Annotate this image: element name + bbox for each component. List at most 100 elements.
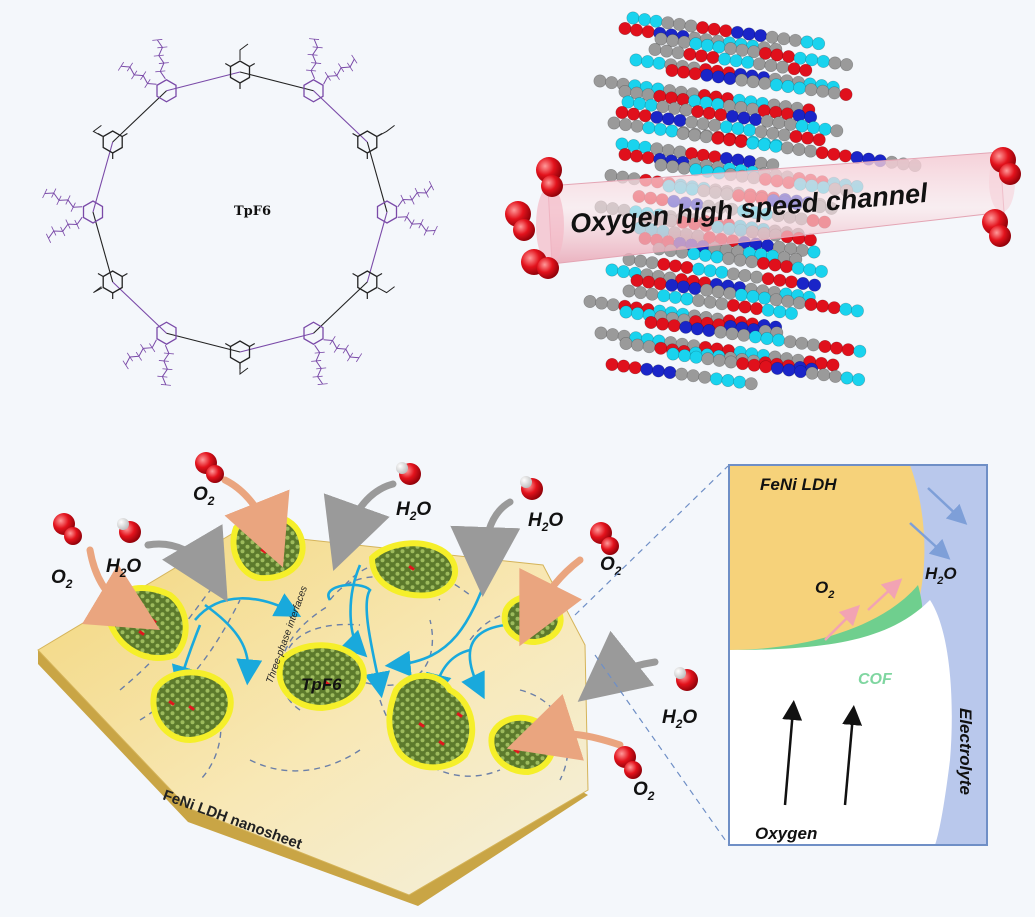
oxygen-incoming-arrows (81, 476, 624, 761)
triformyl-ring (102, 270, 123, 294)
atom-sphere (694, 49, 708, 63)
atom-sphere (679, 320, 693, 334)
atom-sphere (791, 261, 805, 275)
atom-sphere (752, 57, 766, 71)
atom-sphere (687, 247, 701, 261)
atom-sphere (703, 295, 717, 309)
atom-sphere (692, 294, 706, 308)
atom-sphere (827, 147, 841, 161)
atom-sphere (698, 248, 712, 262)
atom-sphere (696, 21, 710, 35)
atom-sphere (747, 358, 761, 372)
atom-sphere (630, 119, 644, 133)
interface-inset: FeNi LDH O2 H2O COF Oxygen Electrolyte (728, 464, 988, 846)
atom-sphere (594, 326, 608, 340)
atom-sphere (645, 256, 659, 270)
atom-sphere (688, 67, 702, 81)
nanosheet-scene: O2 O2 O2 O2 H2O H2O H2O H2O TpF6 Three-p… (37, 452, 698, 906)
atom-sphere (801, 131, 815, 145)
atom-sphere (761, 272, 775, 286)
atom-sphere (630, 273, 644, 287)
atom-sphere (781, 80, 795, 94)
atom-sphere (654, 341, 668, 355)
atom-sphere (606, 298, 620, 312)
atom-sphere (724, 355, 738, 369)
inset-oxygen-label: Oxygen (755, 824, 817, 843)
active-site (188, 704, 195, 711)
atom-sphere (789, 130, 803, 144)
atom-sphere (733, 253, 747, 267)
atom-sphere (768, 258, 782, 272)
o2-label-4: O2 (633, 779, 655, 803)
atom-sphere (725, 327, 739, 341)
h2o-label-2: H2O (396, 499, 431, 523)
atom-sphere (675, 367, 689, 381)
atom-sphere (784, 306, 798, 320)
active-site (418, 721, 425, 728)
atom-sphere (853, 344, 867, 358)
atom-sphere (710, 250, 724, 264)
atom-sphere (706, 50, 720, 64)
fluoro-chain (397, 216, 436, 232)
atom-sphere (615, 106, 629, 120)
fluoro-chain (310, 38, 319, 80)
atom-sphere (723, 72, 737, 86)
atom-sphere (678, 349, 692, 363)
o2-molecule-3 (590, 522, 619, 555)
atom-sphere (644, 315, 658, 329)
atom-sphere (812, 37, 826, 51)
inset-ldh-label: FeNi LDH (760, 475, 837, 494)
atom-sphere (787, 62, 801, 76)
active-site (408, 565, 415, 571)
triformyl-ring (357, 270, 378, 294)
atom-sphere (780, 260, 794, 274)
atom-sphere (776, 60, 790, 74)
atom-sphere (852, 373, 866, 387)
fluoro-chain (44, 192, 83, 208)
atom-sphere (700, 283, 714, 297)
atom-sphere (815, 146, 829, 160)
h2o-label-4: H2O (662, 707, 697, 731)
atom-sphere (677, 161, 691, 175)
atom-sphere (840, 58, 854, 72)
atom-sphere (715, 265, 729, 279)
atom-sphere (630, 149, 644, 163)
atom-sphere (688, 128, 702, 142)
atom-sphere (642, 275, 656, 289)
cof-flake-4 (501, 593, 564, 646)
atom-sphere (605, 76, 619, 90)
atom-sphere (680, 260, 694, 274)
atom-sphere (795, 336, 809, 350)
atom-sphere (793, 81, 807, 95)
atom-sphere (665, 64, 679, 78)
atom-sphere (605, 357, 619, 371)
fluoro-chain (156, 39, 166, 80)
cof-flake-tpf6 (276, 642, 367, 712)
triformyl-ring (357, 130, 378, 154)
atom-sphere (653, 122, 667, 136)
atom-sphere (746, 136, 760, 150)
fluoro-chain (120, 65, 157, 85)
atom-sphere (812, 133, 826, 147)
atom-sphere (685, 115, 699, 129)
atom-sphere (816, 54, 830, 68)
atom-sphere (604, 169, 618, 183)
atom-sphere (805, 366, 819, 380)
atom-sphere (630, 23, 644, 37)
atom-sphere (721, 373, 735, 387)
atom-sphere (758, 291, 772, 305)
atom-sphere (701, 352, 715, 366)
atom-sphere (735, 73, 749, 87)
atom-sphere (714, 325, 728, 339)
atom-sphere (656, 317, 670, 331)
oxygen-channel-model: Oxygen high speed channel (505, 11, 1021, 391)
atom-sphere (583, 294, 597, 308)
atom-sphere (642, 340, 656, 354)
h2o-label-1: H2O (106, 556, 141, 580)
atom-sphere (711, 131, 725, 145)
atom-sphere (796, 276, 810, 290)
h2o-molecule-1 (117, 518, 141, 543)
fluoro-chain (323, 58, 355, 85)
atom-sphere (826, 358, 840, 372)
